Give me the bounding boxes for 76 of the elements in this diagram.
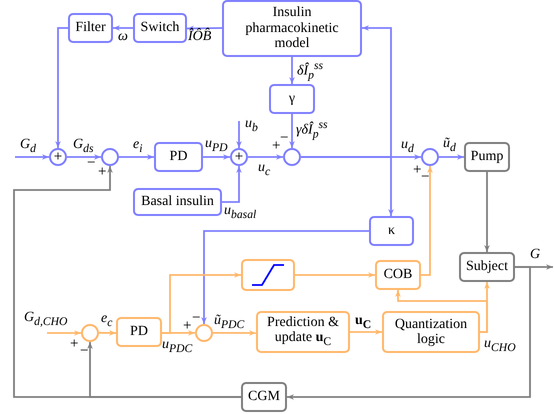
sign-label: −: [80, 344, 88, 359]
arrow: [421, 166, 433, 276]
edge-label: u$_{basal}$: [224, 204, 256, 220]
edge-label: ũ$_{PDC}$: [214, 314, 244, 330]
arrow: [289, 114, 295, 148]
arrow: [119, 154, 154, 160]
block-box: γ: [269, 84, 315, 114]
edge-label: G: [530, 248, 540, 262]
block-box: Pump: [464, 142, 510, 172]
arrow: [236, 121, 242, 148]
arrow: [99, 330, 116, 336]
block-box: Filter: [68, 13, 113, 43]
arrow: [162, 272, 241, 334]
block-box: Prediction & update u$_{C}$: [256, 311, 350, 353]
sign-label: +: [272, 139, 280, 154]
sign-label: −: [87, 156, 96, 171]
edge-label: u$_{c}$: [258, 161, 270, 178]
arrow: [287, 266, 531, 400]
block-box: Basal insulin: [133, 188, 222, 216]
sign-label: −: [421, 170, 430, 185]
saturation-block: [241, 259, 295, 291]
sign-label: +: [98, 165, 106, 180]
sign-label: −: [192, 311, 200, 326]
arrow: [213, 330, 256, 336]
arrow: [186, 26, 222, 32]
arrow: [301, 156, 394, 216]
edge-label: ω: [118, 30, 128, 44]
summing-junction: [195, 324, 213, 342]
edge-label: e$_{i}$: [133, 138, 142, 154]
edge-label: u$_{PDC}$: [162, 338, 192, 354]
summing-junction: [421, 148, 439, 166]
block-box: Subject: [459, 252, 515, 282]
arrow: [55, 27, 68, 148]
block-box: Quantization logic: [382, 311, 480, 353]
edge-label: u$_{b}$: [245, 117, 258, 134]
arrow: [67, 154, 101, 160]
arrow: [484, 172, 490, 252]
arrow: [47, 330, 81, 336]
edge-label: G$_{ds}$: [73, 138, 94, 154]
block-box: PD: [154, 142, 203, 172]
arrow: [87, 342, 241, 398]
arrow: [201, 230, 369, 324]
block-box: κ: [369, 216, 414, 246]
arrow: [295, 272, 375, 278]
summing-junction: [101, 148, 119, 166]
edge-label: e$_{c}$: [101, 312, 112, 328]
arrow: [350, 329, 382, 335]
block-box: Switch: [133, 13, 187, 43]
edge-label: ÎÔB̂: [188, 30, 212, 44]
sign-label: +: [183, 319, 192, 334]
edge-label: G$_{d}$: [20, 138, 36, 154]
arrow: [222, 166, 242, 203]
edge-label: G$_{d,CHO}$: [24, 311, 68, 328]
arrow: [203, 154, 230, 160]
arrow: [15, 154, 49, 160]
block-box: CGM: [241, 382, 287, 412]
arrow: [395, 290, 488, 333]
summing-junction: +: [230, 148, 248, 166]
summing-junction: [283, 148, 301, 166]
arrow: [439, 154, 464, 160]
arrow: [113, 25, 133, 31]
summing-junction: +: [49, 148, 67, 166]
edge-label: u$_{C}$: [355, 314, 372, 330]
block-box: Insulin pharmacokinetic model: [222, 0, 362, 57]
edge-label: u$_{PD}$: [205, 137, 228, 154]
block-box: PD: [116, 317, 162, 347]
sign-label: +: [70, 337, 78, 352]
summing-junction: [81, 324, 99, 342]
block-box: COB: [375, 260, 421, 290]
edge-label: ũ$_{d}$: [443, 137, 456, 154]
arrow: [248, 154, 283, 160]
sign-label: +: [413, 163, 422, 178]
sign-label: −: [280, 131, 288, 146]
edge-label: u$_{CHO}$: [484, 337, 516, 354]
arrow: [289, 57, 295, 84]
edge-label: u$_{d}$: [401, 138, 414, 154]
